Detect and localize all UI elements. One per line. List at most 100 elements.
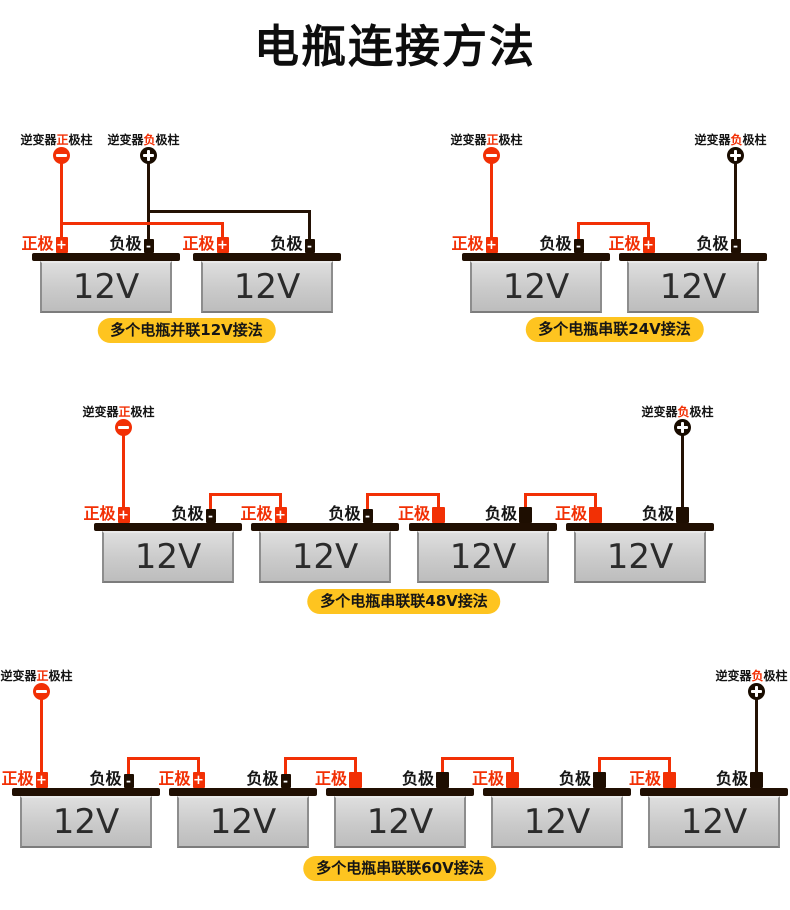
positive-terminal-label: 正极 (471, 769, 504, 788)
inverter-positive-wire (122, 433, 125, 509)
negative-terminal (436, 772, 449, 788)
post-label-highlight: 负 (677, 405, 690, 419)
positive-terminal: + (642, 237, 655, 253)
negative-terminal-label: 负极 (89, 769, 122, 788)
post-label-prefix: 逆变器 (450, 133, 487, 147)
slot-plus-icon-vertical (734, 149, 737, 161)
inverter-positive-post-icon (115, 418, 132, 436)
positive-terminal: + (216, 237, 229, 253)
battery-lid (193, 253, 341, 261)
battery-voltage-label: 12V (72, 267, 140, 307)
minus-symbol: - (733, 239, 738, 253)
negative-terminal (750, 772, 763, 788)
negative-terminal-label: 负极 (484, 504, 517, 523)
battery-voltage-label: 12V (449, 537, 517, 577)
post-label-highlight: 负 (751, 669, 764, 683)
negative-terminal: - (205, 509, 216, 523)
caption-badge: 多个电瓶并联12V接法 (97, 318, 276, 343)
battery-voltage-label: 12V (606, 537, 674, 577)
battery-voltage-label: 12V (366, 802, 434, 842)
positive-terminal-label: 正极 (554, 504, 587, 523)
plus-symbol: + (193, 772, 204, 788)
series-jumper-wire (127, 757, 200, 774)
positive-terminal (589, 507, 602, 523)
positive-terminal-label: 正极 (83, 504, 116, 523)
post-label-suffix: 极柱 (155, 133, 180, 147)
slot-plus-icon-vertical (147, 149, 150, 161)
battery: 12V (334, 796, 466, 848)
negative-terminal-label: 负极 (270, 234, 303, 253)
battery-lid (483, 788, 631, 796)
inverter-positive-post-label: 逆变器正极柱 (0, 670, 72, 682)
slot-minus-icon (56, 153, 67, 157)
battery: 12V (417, 531, 549, 583)
positive-terminal-label: 正极 (158, 769, 191, 788)
positive-terminal-label: 正极 (397, 504, 430, 523)
battery: 12V (627, 261, 759, 313)
battery: 12V (20, 796, 152, 848)
negative-terminal: - (304, 239, 315, 253)
inverter-negative-post-icon (727, 146, 744, 164)
battery: 12V (40, 261, 172, 313)
post-label-highlight: 正 (36, 669, 49, 683)
plus-symbol: + (56, 237, 67, 253)
plus-symbol: + (217, 237, 228, 253)
negative-terminal-label: 负极 (171, 504, 204, 523)
negative-terminal: - (280, 774, 291, 788)
inverter-negative-post-label: 逆变器负极柱 (641, 406, 713, 418)
inverter-negative-wire (681, 433, 684, 509)
inverter-negative-wire (734, 161, 737, 239)
plus-symbol: + (486, 237, 497, 253)
series-jumper-wire (209, 493, 282, 509)
negative-terminal: - (123, 774, 134, 788)
battery-lid (32, 253, 180, 261)
post-label-suffix: 极柱 (742, 133, 767, 147)
negative-terminal-label: 负极 (109, 234, 142, 253)
battery-lid (12, 788, 160, 796)
positive-terminal: + (35, 772, 48, 788)
inverter-negative-wire (147, 161, 150, 239)
caption-badge: 多个电瓶串联24V接法 (525, 317, 704, 342)
positive-terminal: + (55, 237, 68, 253)
positive-terminal-label: 正极 (451, 234, 484, 253)
battery-voltage-label: 12V (233, 267, 301, 307)
battery-voltage-label: 12V (659, 267, 727, 307)
slot-minus-icon (486, 153, 497, 157)
positive-terminal-label: 正极 (21, 234, 54, 253)
battery-lid (462, 253, 610, 261)
battery-voltage-label: 12V (209, 802, 277, 842)
negative-terminal-label: 负极 (401, 769, 434, 788)
battery-voltage-label: 12V (680, 802, 748, 842)
plus-symbol: + (36, 772, 47, 788)
post-label-prefix: 逆变器 (694, 133, 731, 147)
post-label-prefix: 逆变器 (0, 669, 37, 683)
minus-symbol: - (126, 774, 131, 788)
positive-terminal-label: 正极 (314, 769, 347, 788)
inverter-positive-post-label: 逆变器正极柱 (450, 134, 522, 146)
battery: 12V (574, 531, 706, 583)
post-label-prefix: 逆变器 (82, 405, 119, 419)
plus-symbol: + (643, 237, 654, 253)
caption-badge: 多个电瓶串联联48V接法 (307, 589, 501, 614)
slot-minus-icon (118, 425, 129, 429)
inverter-negative-wire (755, 697, 758, 774)
battery-lid (566, 523, 714, 531)
series-jumper-wire (441, 757, 514, 774)
minus-symbol: - (283, 774, 288, 788)
minus-symbol: - (208, 509, 213, 523)
post-label-suffix: 极柱 (763, 669, 788, 683)
negative-terminal (593, 772, 606, 788)
post-label-suffix: 极柱 (48, 669, 73, 683)
battery-voltage-label: 12V (134, 537, 202, 577)
inverter-positive-post-label: 逆变器正极柱 (20, 134, 92, 146)
positive-terminal (663, 772, 676, 788)
post-label-highlight: 负 (143, 133, 156, 147)
slot-minus-icon (36, 689, 47, 693)
minus-symbol: - (365, 509, 370, 523)
post-label-prefix: 逆变器 (107, 133, 144, 147)
battery-voltage-label: 12V (502, 267, 570, 307)
series-jumper-wire (366, 493, 440, 509)
positive-terminal (349, 772, 362, 788)
post-label-prefix: 逆变器 (641, 405, 678, 419)
